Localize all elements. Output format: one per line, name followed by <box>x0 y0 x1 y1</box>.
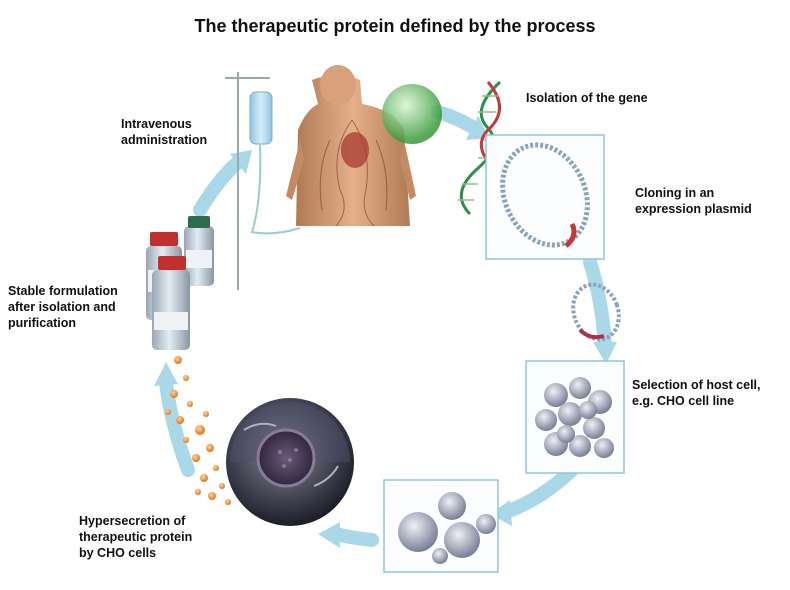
arrow-to-administration <box>193 157 243 217</box>
label-cloning: Cloning in an expression plasmid <box>635 185 752 217</box>
arrow-to-isolation <box>431 105 481 135</box>
arrow-to-culture <box>499 463 579 519</box>
label-administration-line1: Intravenous <box>121 117 192 131</box>
label-hypersecretion-line2: therapeutic protein <box>79 530 193 544</box>
cell-culture-panel <box>383 479 499 573</box>
small-plasmid-icon <box>571 282 621 342</box>
arrow-to-hypersecretion <box>329 527 379 547</box>
iv-drip-icon <box>225 72 301 290</box>
label-formulation-line3: purification <box>8 316 77 330</box>
label-formulation: Stable formulation after isolation and p… <box>8 283 118 331</box>
plasmid-panel <box>485 134 605 260</box>
secreted-protein-particles <box>165 356 231 505</box>
label-hypersecretion: Hypersecretion of therapeutic protein by… <box>79 513 192 561</box>
cho-cell-icon <box>226 398 354 526</box>
medication-vials-icon <box>146 216 214 350</box>
label-administration: Intravenous administration <box>121 116 207 148</box>
label-formulation-line2: after isolation and <box>8 300 116 314</box>
arrow-to-selection <box>583 255 612 352</box>
label-isolation: Isolation of the gene <box>526 91 648 105</box>
label-administration-line2: administration <box>121 133 208 147</box>
arrow-to-formulation <box>159 375 195 477</box>
label-hypersecretion-line1: Hypersecretion of <box>79 514 186 528</box>
label-hypersecretion-line3: by CHO cells <box>79 546 157 560</box>
label-cloning-line2: expression plasmid <box>635 202 752 216</box>
gene-sphere-icon <box>382 84 442 144</box>
label-selection: Selection of host cell, e.g. CHO cell li… <box>632 377 761 409</box>
host-cell-panel <box>525 360 625 474</box>
label-cloning-line1: Cloning in an <box>635 186 715 200</box>
label-selection-line1: Selection of host cell, <box>632 378 761 392</box>
label-formulation-line1: Stable formulation <box>8 284 118 298</box>
human-torso-icon <box>286 65 416 227</box>
diagram-title: The therapeutic protein defined by the p… <box>194 16 596 36</box>
label-selection-line2: e.g. CHO cell line <box>632 394 735 408</box>
